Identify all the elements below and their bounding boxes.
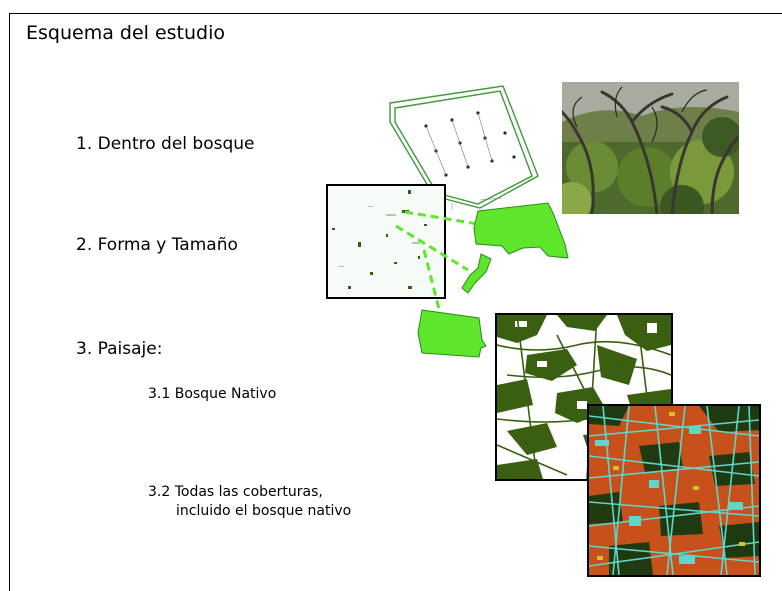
item-forma-y-tamano: 2. Forma y Tamaño (76, 235, 238, 255)
subitem-todas-coberturas-line1: 3.2 Todas las coberturas, (148, 484, 323, 500)
slide-title: Esquema del estudio (26, 22, 225, 44)
subitem-todas-coberturas-line2: incluido el bosque nativo (176, 503, 352, 519)
item-dentro-del-bosque: 1. Dentro del bosque (76, 134, 255, 154)
item-paisaje: 3. Paisaje: (76, 339, 163, 359)
forest-photo (562, 82, 739, 214)
land-cover-classification-map (587, 404, 761, 577)
subitem-bosque-nativo: 3.1 Bosque Nativo (148, 386, 277, 402)
forest-patches-map (326, 184, 446, 299)
